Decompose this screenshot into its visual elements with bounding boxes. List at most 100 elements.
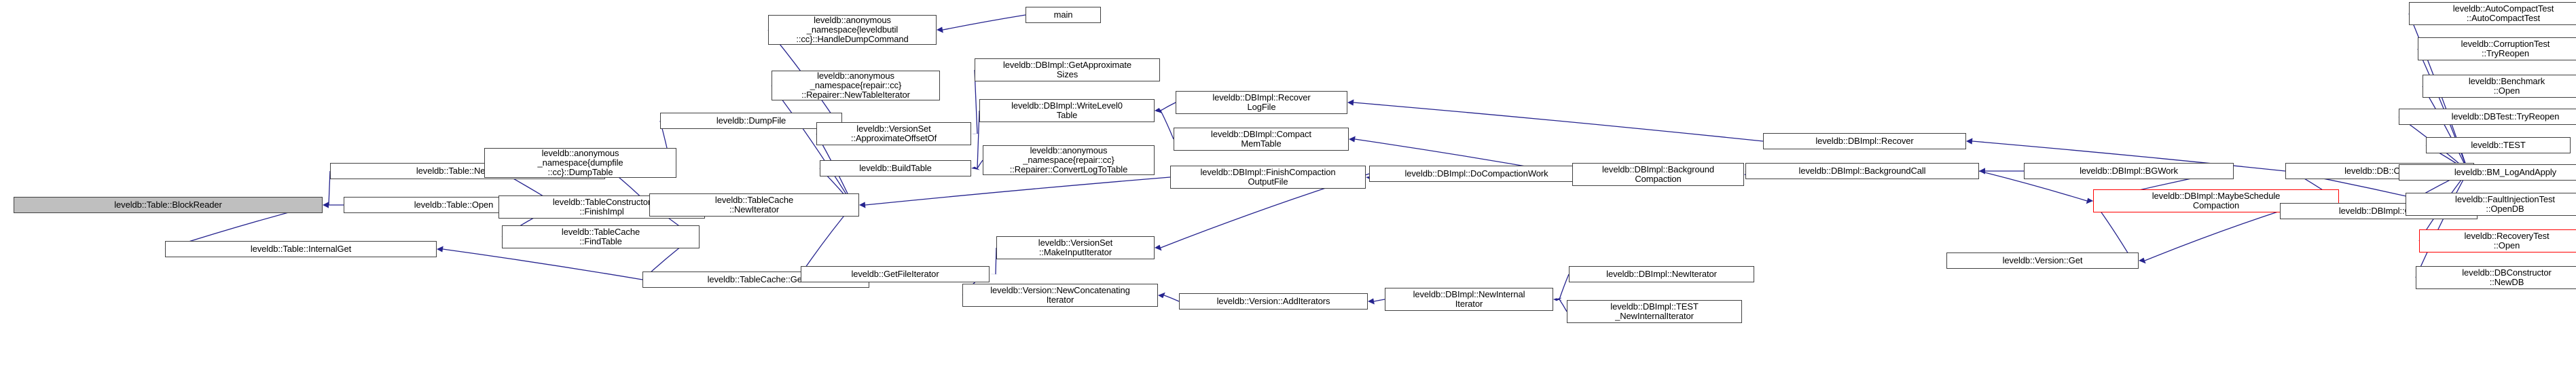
graph-node-label: leveldb::anonymous _namespace{repair::cc…	[801, 71, 910, 100]
graph-node-label: leveldb::DBImpl::FinishCompaction Output…	[1200, 167, 1336, 187]
graph-node-label: leveldb::FaultInjectionTest ::OpenDB	[2455, 194, 2555, 214]
graph-node-leveldb-dbimpl-compact-memtable[interactable]: leveldb::DBImpl::Compact MemTable	[1174, 128, 1349, 151]
graph-node-label: leveldb::anonymous _namespace{dumpfile :…	[537, 148, 623, 177]
graph-node-leveldb-recoverytest-open[interactable]: leveldb::RecoveryTest ::Open	[2419, 229, 2576, 253]
graph-edge-arrowhead	[2086, 198, 2093, 204]
graph-node-label: leveldb::Version::NewConcatenating Itera…	[990, 285, 1130, 305]
graph-node-leveldb-autocompacttest-autocompacttest[interactable]: leveldb::AutoCompactTest ::AutoCompactTe…	[2409, 2, 2576, 25]
graph-node-label: leveldb::DBImpl::Recover	[1815, 136, 1914, 146]
graph-edge-arrowhead	[1966, 138, 1973, 145]
graph-node-leveldb-table-internalget[interactable]: leveldb::Table::InternalGet	[165, 241, 437, 257]
graph-node-main[interactable]: main	[1026, 7, 1101, 23]
graph-edge	[865, 176, 1171, 206]
graph-edge	[977, 160, 983, 169]
graph-node-leveldb-getfileiterator[interactable]: leveldb::GetFileIterator	[801, 266, 990, 282]
graph-node-leveldb-tablecache-findtable[interactable]: leveldb::TableCache ::FindTable	[502, 225, 700, 248]
graph-node-label: leveldb::DBImpl::Background Compaction	[1602, 164, 1714, 184]
graph-node-leveldb-anonymous-namespace-repair-cc-repairer-newtableiterator[interactable]: leveldb::anonymous _namespace{repair::cc…	[772, 71, 940, 100]
graph-node-leveldb-dbimpl-background-compaction[interactable]: leveldb::DBImpl::Background Compaction	[1572, 163, 1744, 186]
graph-node-leveldb-dbimpl-test-newinternaliterator[interactable]: leveldb::DBImpl::TEST _NewInternalIterat…	[1567, 300, 1742, 323]
graph-node-label: leveldb::RecoveryTest ::Open	[2464, 231, 2550, 250]
graph-edge-arrowhead	[859, 202, 866, 208]
graph-node-leveldb-version-additerators[interactable]: leveldb::Version::AddIterators	[1179, 293, 1368, 310]
graph-node-leveldb-dbimpl-newiterator[interactable]: leveldb::DBImpl::NewIterator	[1569, 266, 1754, 282]
graph-node-label: leveldb::DBConstructor ::NewDB	[2462, 267, 2552, 287]
graph-edge-arrowhead	[1553, 297, 1562, 301]
graph-edge-arrowhead	[1347, 99, 1354, 106]
graph-edge-arrowhead	[1368, 298, 1375, 305]
graph-node-leveldb-table-blockreader[interactable]: leveldb::Table::BlockReader	[14, 197, 323, 213]
graph-edge	[1163, 295, 1180, 302]
graph-node-label: leveldb::TableCache ::FindTable	[561, 227, 640, 246]
graph-edge	[1559, 299, 1567, 312]
graph-node-leveldb-tablecache-newiterator[interactable]: leveldb::TableCache ::NewIterator	[649, 193, 859, 217]
graph-node-leveldb-version-get[interactable]: leveldb::Version::Get	[1946, 253, 2139, 269]
graph-node-label: leveldb::DBImpl::DoCompactionWork	[1404, 168, 1548, 179]
graph-node-leveldb-benchmark-open[interactable]: leveldb::Benchmark ::Open	[2423, 75, 2576, 98]
graph-edge-arrowhead	[937, 26, 943, 33]
graph-node-label: leveldb::Benchmark ::Open	[2468, 76, 2545, 96]
graph-node-leveldb-version-newconcatenating-iterator[interactable]: leveldb::Version::NewConcatenating Itera…	[962, 284, 1158, 307]
graph-node-label: main	[1053, 10, 1073, 20]
graph-node-leveldb-dbimpl-getapproximate-sizes[interactable]: leveldb::DBImpl::GetApproximate Sizes	[975, 58, 1160, 81]
graph-edge	[1160, 102, 1176, 111]
graph-node-leveldb-dumpfile[interactable]: leveldb::DumpFile	[660, 113, 842, 129]
graph-node-label: leveldb::DBImpl::GetApproximate Sizes	[1002, 60, 1132, 79]
graph-node-leveldb-dbimpl-recover-logfile[interactable]: leveldb::DBImpl::Recover LogFile	[1176, 91, 1347, 114]
graph-node-label: leveldb::AutoCompactTest ::AutoCompactTe…	[2452, 3, 2554, 23]
graph-node-label: leveldb::DBImpl::Get	[2338, 206, 2419, 216]
graph-node-leveldb-dbimpl-finishcompaction-outputfile[interactable]: leveldb::DBImpl::FinishCompaction Output…	[1170, 166, 1366, 189]
graph-node-leveldb-corruptiontest-tryreopen[interactable]: leveldb::CorruptionTest ::TryReopen	[2418, 37, 2576, 60]
graph-edge-arrowhead	[1349, 136, 1356, 143]
graph-node-label: leveldb::DBImpl::TEST _NewInternalIterat…	[1610, 301, 1699, 321]
graph-node-label: leveldb::Version::Get	[2002, 255, 2083, 265]
graph-node-label: leveldb::TEST	[2471, 140, 2526, 150]
graph-node-leveldb-dbimpl-writelevel0-table[interactable]: leveldb::DBImpl::WriteLevel0 Table	[979, 99, 1155, 122]
graph-edge-arrowhead	[1155, 107, 1163, 114]
graph-node-leveldb-bm-logandapply[interactable]: leveldb::BM_LogAndApply	[2399, 164, 2576, 181]
graph-node-label: leveldb::DBImpl::MaybeSchedule Compactio…	[2152, 191, 2281, 210]
graph-node-leveldb-anonymous-namespace-repair-cc-repairer-convertlogtotable[interactable]: leveldb::anonymous _namespace{repair::cc…	[983, 145, 1155, 175]
graph-node-label: leveldb::DBImpl::BGWork	[2080, 166, 2178, 176]
graph-node-leveldb-versionset-makeinputiterator[interactable]: leveldb::VersionSet ::MakeInputIterator	[996, 236, 1155, 259]
graph-node-leveldb-dbimpl-newinternal-iterator[interactable]: leveldb::DBImpl::NewInternal Iterator	[1385, 288, 1553, 311]
graph-edge-arrowhead	[1155, 244, 1162, 251]
graph-node-leveldb-anonymous-namespace-leveldbutil-cc-handledumpcommand[interactable]: leveldb::anonymous _namespace{leveldbuti…	[768, 15, 937, 45]
graph-node-leveldb-dbtest-tryreopen[interactable]: leveldb::DBTest::TryReopen	[2399, 109, 2576, 125]
graph-node-label: leveldb::Table::Open	[414, 200, 494, 210]
graph-edge	[942, 14, 1026, 31]
graph-edge	[2144, 210, 2281, 261]
graph-node-leveldb-versionset-approximateoffsetof[interactable]: leveldb::VersionSet ::ApproximateOffsetO…	[816, 122, 971, 145]
graph-node-label: leveldb::TableCache ::NewIterator	[714, 195, 794, 214]
graph-node-leveldb-dbconstructor-newdb[interactable]: leveldb::DBConstructor ::NewDB	[2416, 266, 2576, 289]
graph-node-leveldb-dbimpl-bgwork[interactable]: leveldb::DBImpl::BGWork	[2024, 163, 2234, 179]
graph-node-label: leveldb::DBImpl::Recover LogFile	[1212, 92, 1311, 112]
graph-node-leveldb-test[interactable]: leveldb::TEST	[2426, 137, 2571, 153]
graph-node-label: leveldb::Table::InternalGet	[250, 244, 352, 254]
graph-edge-arrowhead	[1553, 298, 1563, 301]
graph-node-leveldb-dbimpl-docompactionwork[interactable]: leveldb::DBImpl::DoCompactionWork	[1369, 166, 1584, 182]
graph-node-label: leveldb::VersionSet ::ApproximateOffsetO…	[850, 124, 937, 143]
graph-edge-arrowhead	[971, 166, 980, 170]
graph-edge	[1353, 102, 1764, 142]
graph-edge	[771, 85, 854, 206]
graph-node-label: leveldb::DBImpl::NewInternal Iterator	[1413, 289, 1525, 309]
graph-edge-arrowhead	[1155, 109, 1164, 112]
graph-node-leveldb-anonymous-namespace-dumpfile-cc-dumptable[interactable]: leveldb::anonymous _namespace{dumpfile :…	[484, 148, 676, 178]
graph-node-leveldb-dbimpl-recover[interactable]: leveldb::DBImpl::Recover	[1763, 133, 1966, 149]
graph-node-leveldb-buildtable[interactable]: leveldb::BuildTable	[820, 160, 971, 176]
graph-node-label: leveldb::TableCache::Get	[707, 274, 805, 284]
graph-node-label: leveldb::DumpFile	[716, 115, 786, 126]
graph-node-label: leveldb::Table::BlockReader	[114, 200, 222, 210]
graph-edge	[2415, 170, 2469, 278]
graph-node-leveldb-dbimpl-backgroundcall[interactable]: leveldb::DBImpl::BackgroundCall	[1745, 163, 1979, 179]
graph-node-label: leveldb::DBImpl::BackgroundCall	[1798, 166, 1926, 176]
graph-edge-arrowhead	[1979, 168, 1985, 174]
graph-edge	[1160, 110, 1174, 140]
graph-edge	[2422, 86, 2469, 172]
graph-node-leveldb-faultinjectiontest-opendb[interactable]: leveldb::FaultInjectionTest ::OpenDB	[2406, 193, 2576, 216]
graph-node-label: leveldb::CorruptionTest ::TryReopen	[2461, 39, 2550, 58]
graph-node-label: leveldb::DBImpl::Compact MemTable	[1211, 129, 1311, 149]
graph-edge	[442, 248, 643, 280]
